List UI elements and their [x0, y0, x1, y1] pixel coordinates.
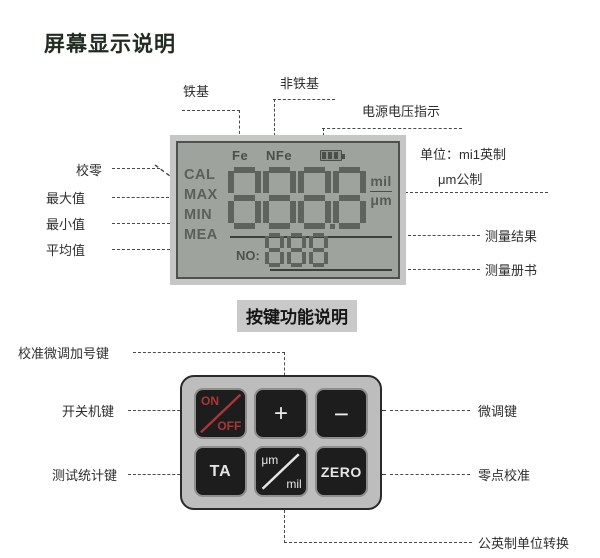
callout-max-label: 最大值 — [46, 191, 86, 206]
unit-mil-label: mil — [286, 477, 302, 491]
lcd-decimal-point — [330, 224, 335, 229]
connector-battery-h — [322, 128, 462, 129]
callout-mea-label: 平均值 — [46, 243, 86, 258]
lcd-digit-1 — [228, 167, 261, 229]
lcd-counter-label: NO: — [236, 248, 260, 263]
lcd-unit-mil: mil — [370, 173, 392, 192]
lcd-counter-digit-3 — [308, 233, 328, 267]
page-title-screen-display: 屏幕显示说明 — [44, 33, 176, 56]
lcd-rule-counter — [270, 269, 392, 271]
power-button[interactable]: ON OFF — [194, 388, 248, 439]
power-on-label: ON — [201, 394, 219, 408]
minus-icon: − — [333, 398, 349, 429]
lcd-indicator-row: Fe NFe — [178, 148, 398, 166]
callout-cal-label: 校零 — [76, 163, 103, 178]
zero-calibration-button[interactable]: ZERO — [314, 446, 368, 497]
connector-unitkey-v — [284, 505, 285, 543]
lcd-mode-max: MAX — [184, 187, 218, 203]
callout-unit-metric-label: μm公制 — [438, 172, 483, 187]
connector-nfe-h — [273, 99, 335, 100]
callout-min-label: 最小值 — [46, 217, 86, 232]
battery-icon — [320, 150, 345, 161]
lcd-mode-min: MIN — [184, 207, 213, 223]
callout-unit-imperial-label: 单位：mi1英制 — [420, 147, 506, 162]
lcd-unit-stack: mil μm — [370, 173, 392, 209]
ta-label: TA — [209, 462, 232, 480]
lcd-bezel: Fe NFe CAL MAX MIN MEA — [170, 135, 406, 285]
power-off-label: OFF — [217, 419, 242, 433]
callout-unit-key-label: 公英制单位转换 — [478, 536, 570, 551]
callout-nfe-label: 非铁基 — [280, 76, 320, 91]
lcd-digit-2 — [263, 167, 296, 229]
connector-fe-h — [182, 110, 240, 111]
connector-min-h — [112, 223, 170, 224]
callout-result-label: 测量结果 — [485, 229, 538, 244]
lcd-counter-digit-2 — [286, 233, 306, 267]
lcd-unit-um: μm — [370, 192, 392, 208]
callout-count-label: 测量册书 — [485, 263, 538, 278]
connector-unitkey-h — [284, 542, 472, 543]
lcd-mode-column: CAL MAX MIN MEA — [184, 165, 232, 245]
lcd-mode-mea: MEA — [184, 227, 218, 243]
unit-um-label: μm — [261, 453, 279, 467]
connector-unit-h — [400, 192, 548, 193]
plus-icon: + — [273, 399, 288, 427]
connector-onoff-h — [128, 410, 190, 411]
unit-toggle-button[interactable]: μm mil — [254, 446, 308, 497]
minus-button[interactable]: − — [314, 388, 368, 439]
lcd-indicator-nfe: NFe — [266, 148, 293, 163]
connector-count-h — [408, 269, 480, 270]
connector-minus-h — [390, 410, 470, 411]
callout-plus-key-label: 校准微调加号键 — [18, 346, 110, 361]
lcd-counter-row: NO: — [236, 233, 328, 267]
connector-plus-h — [133, 352, 285, 353]
keypad: ON OFF + − TA μm mil — [180, 375, 382, 510]
callout-battery-label: 电源电压指示 — [362, 104, 441, 119]
zero-label: ZERO — [320, 463, 362, 480]
lcd-counter-digit-1 — [264, 233, 284, 267]
connector-nfe-v — [274, 99, 275, 160]
connector-plus-v — [284, 352, 285, 386]
callout-fe-label: 铁基 — [183, 84, 210, 99]
connector-zero-h — [390, 474, 470, 475]
connector-result-h — [408, 235, 480, 236]
lcd-digit-3 — [298, 167, 335, 229]
lcd-indicator-fe: Fe — [232, 148, 249, 163]
callout-zero-key-label: 零点校准 — [478, 468, 531, 483]
lcd-main-value — [228, 167, 366, 229]
plus-button[interactable]: + — [254, 388, 308, 439]
callout-minus-key-label: 微调键 — [478, 404, 518, 419]
connector-ta-h — [128, 474, 190, 475]
lcd-mode-cal: CAL — [184, 167, 216, 183]
ta-statistics-button[interactable]: TA — [194, 446, 248, 497]
connector-cal-h — [112, 168, 160, 169]
connector-mea-h — [112, 249, 170, 250]
lcd-digit-4 — [333, 167, 366, 229]
page-title-key-functions: 按键功能说明 — [237, 300, 357, 332]
connector-max-h — [112, 197, 174, 198]
callout-onoff-key-label: 开关机键 — [62, 404, 115, 419]
callout-ta-key-label: 测试统计键 — [52, 468, 118, 483]
lcd-screen: Fe NFe CAL MAX MIN MEA — [176, 141, 400, 279]
